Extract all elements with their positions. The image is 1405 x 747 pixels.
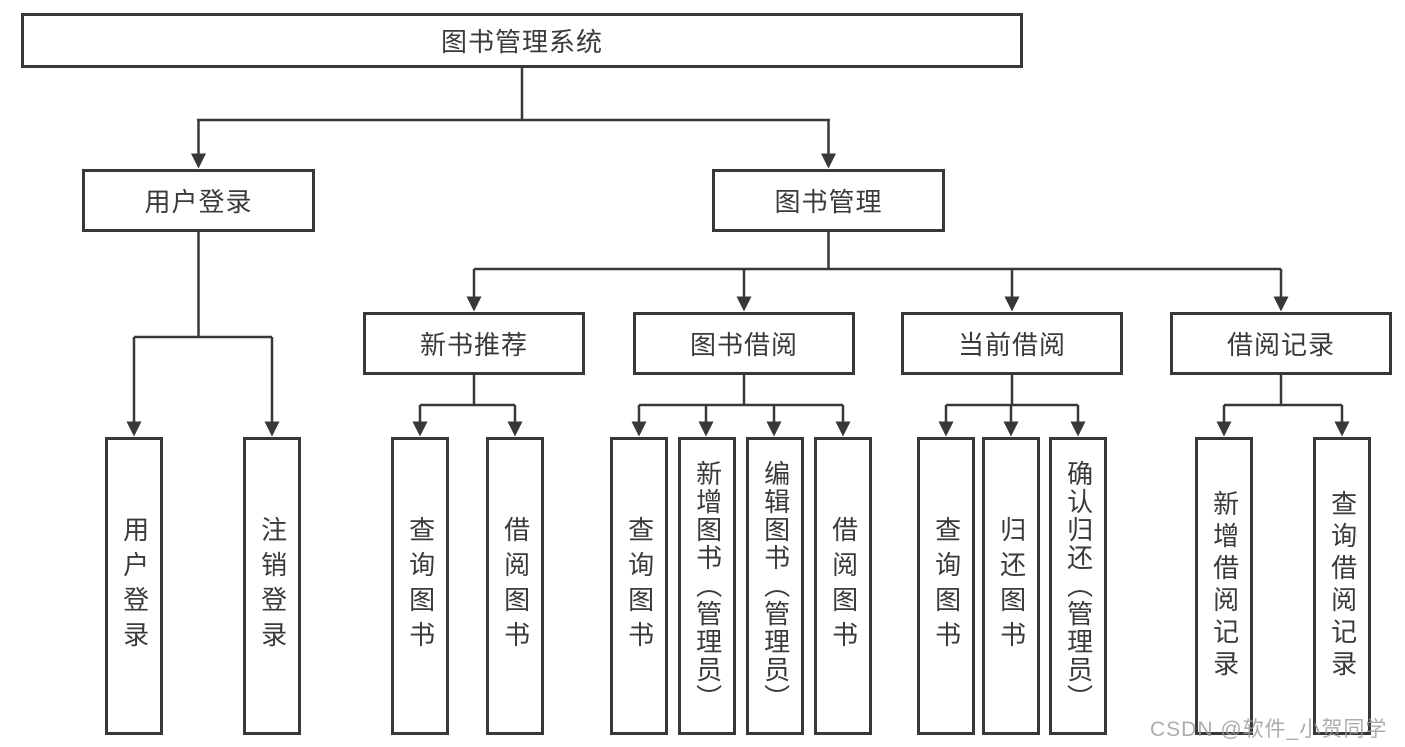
leaf-borrow-books-recommend-label: 借阅图书 (500, 516, 531, 656)
node-book-borrow-label: 图书借阅 (689, 330, 798, 360)
leaf-user-login: 用户登录 (105, 437, 163, 735)
node-borrow-records-label: 借阅记录 (1226, 330, 1335, 360)
leaf-query-borrow-record-label: 查询借阅记录 (1327, 490, 1358, 682)
leaf-confirm-return-admin: 确认归还（管理员） (1049, 437, 1107, 735)
leaf-logout: 注销登录 (243, 437, 301, 735)
leaf-query-borrow-record: 查询借阅记录 (1313, 437, 1371, 735)
node-user-login: 用户登录 (82, 169, 315, 232)
watermark-text: CSDN @软件_小贺同学 (1150, 718, 1388, 741)
node-user-login-label: 用户登录 (144, 187, 253, 217)
leaf-borrow-books-recommend: 借阅图书 (486, 437, 544, 735)
node-book-management-label: 图书管理 (774, 187, 883, 217)
leaf-user-login-label: 用户登录 (119, 516, 150, 656)
leaf-add-book-admin: 新增图书（管理员） (678, 437, 736, 735)
leaf-add-book-admin-label: 新增图书（管理员） (692, 460, 723, 712)
leaf-query-books-borrow-label: 查询图书 (624, 516, 655, 656)
leaf-query-books-borrow: 查询图书 (610, 437, 668, 735)
leaf-edit-book-admin: 编辑图书（管理员） (746, 437, 804, 735)
leaf-logout-label: 注销登录 (257, 516, 288, 656)
node-borrow-records: 借阅记录 (1170, 312, 1392, 375)
node-current-borrow: 当前借阅 (901, 312, 1123, 375)
leaf-return-book-label: 归还图书 (996, 516, 1027, 656)
leaf-return-book: 归还图书 (982, 437, 1040, 735)
node-new-book-recommend: 新书推荐 (363, 312, 585, 375)
node-book-management: 图书管理 (712, 169, 945, 232)
leaf-borrow-books: 借阅图书 (814, 437, 872, 735)
leaf-confirm-return-admin-label: 确认归还（管理员） (1063, 460, 1094, 712)
leaf-query-books-recommend: 查询图书 (391, 437, 449, 735)
node-root-label: 图书管理系统 (440, 27, 603, 57)
leaf-query-books-current: 查询图书 (917, 437, 975, 735)
node-current-borrow-label: 当前借阅 (957, 330, 1066, 360)
node-root: 图书管理系统 (21, 13, 1023, 68)
leaf-query-books-current-label: 查询图书 (931, 516, 962, 656)
node-new-book-recommend-label: 新书推荐 (419, 330, 528, 360)
node-book-borrow: 图书借阅 (633, 312, 855, 375)
leaf-borrow-books-label: 借阅图书 (828, 516, 859, 656)
leaf-add-borrow-record: 新增借阅记录 (1195, 437, 1253, 735)
leaf-add-borrow-record-label: 新增借阅记录 (1209, 490, 1240, 682)
leaf-query-books-recommend-label: 查询图书 (405, 516, 436, 656)
leaf-edit-book-admin-label: 编辑图书（管理员） (760, 460, 791, 712)
